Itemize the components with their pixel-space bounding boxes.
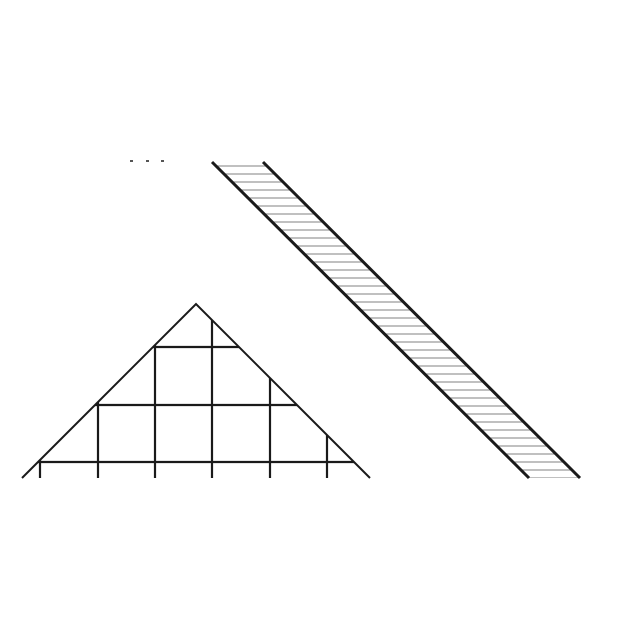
band-hatch-lines [212, 165, 580, 478]
grid-triangle [21, 302, 371, 479]
band-right-edge [261, 160, 582, 480]
band-left-edge [210, 160, 531, 480]
triangle-outline [21, 302, 371, 479]
dot-marks [130, 160, 164, 162]
hatched-band [210, 160, 582, 480]
triangle-grid-lines [22, 304, 370, 478]
